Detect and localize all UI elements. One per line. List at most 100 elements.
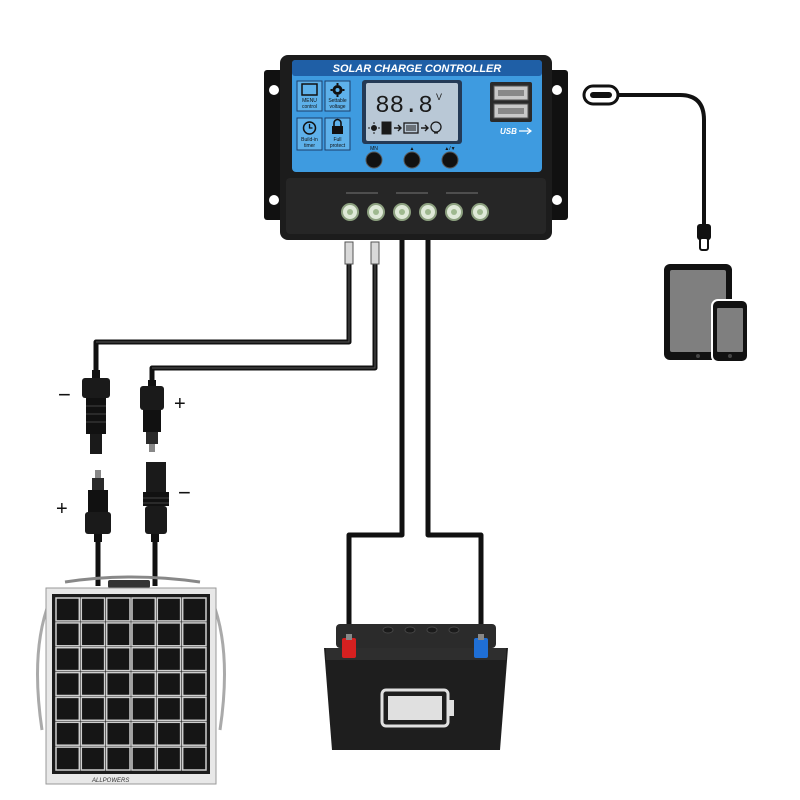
svg-text:timer: timer	[304, 143, 315, 149]
terminal-screw-center	[477, 209, 483, 215]
solar-cell	[131, 622, 157, 647]
battery-negative-wire	[425, 238, 484, 638]
battery-mini-icon	[403, 122, 419, 134]
menu-key[interactable]	[365, 151, 383, 169]
up-key[interactable]	[403, 151, 421, 169]
lcd-icon	[301, 83, 318, 96]
solar-cell	[80, 696, 106, 722]
sign-upper-left: −	[58, 382, 71, 407]
solar-cell	[181, 696, 207, 722]
svg-text:MN: MN	[370, 146, 378, 152]
svg-text:control: control	[302, 104, 317, 110]
battery-negative-terminal	[474, 638, 488, 658]
solar-cell	[105, 721, 131, 746]
mc4-connector-female-left	[82, 370, 110, 454]
solar-cell	[80, 746, 106, 771]
clock-icon	[302, 121, 317, 135]
settable-voltage-badge: Settable voltage	[324, 80, 351, 112]
solar-cell	[55, 646, 81, 672]
solar-charge-controller: SOLAR CHARGE CONTROLLER MENU control Set…	[264, 55, 568, 265]
solar-cell	[156, 597, 182, 622]
svg-text:protect: protect	[330, 143, 346, 149]
solar-cell	[105, 746, 131, 771]
pv-positive-wire	[149, 262, 378, 380]
terminals	[341, 203, 489, 265]
solar-cell	[55, 696, 81, 722]
solar-cell	[105, 671, 131, 697]
solar-cell	[156, 671, 182, 697]
arrow-icon-2	[421, 124, 429, 132]
solar-cell	[156, 721, 182, 746]
solar-cell	[156, 622, 182, 647]
solar-cell	[80, 671, 106, 697]
battery-positive-terminal	[342, 638, 356, 658]
sign-lower-left: +	[56, 498, 68, 520]
solar-cell	[181, 622, 207, 647]
usb-c-cable-icon	[582, 84, 711, 251]
terminal-screw-center	[399, 209, 405, 215]
solar-cell	[131, 597, 157, 622]
mc4-connector-female-lower-right	[143, 462, 169, 542]
solar-cell	[80, 721, 106, 746]
solar-cell	[131, 646, 157, 672]
solar-cell	[181, 746, 207, 771]
terminal-screw-center	[347, 209, 353, 215]
phone-icon	[711, 299, 749, 363]
build-in-timer-badge: Build-in timer	[296, 117, 323, 151]
arrow-icon	[394, 124, 402, 132]
lcd-display: 88.8 V	[362, 80, 462, 144]
battery-level-icon	[380, 688, 454, 728]
solar-cell	[156, 746, 182, 771]
solar-cell	[181, 721, 207, 746]
usb-ports: USB	[490, 82, 532, 136]
solar-cell	[55, 746, 81, 771]
solar-cell	[131, 746, 157, 771]
svg-text:MENU: MENU	[302, 98, 317, 104]
battery-caps	[382, 626, 460, 634]
controller-title: SOLAR CHARGE CONTROLLER	[333, 63, 502, 75]
solar-cell	[55, 622, 81, 647]
wire-ferrule	[344, 241, 354, 265]
panel-brand: ALLPOWERS	[91, 778, 129, 784]
mc4-connector-male-lower-left	[85, 470, 111, 542]
solar-cell	[105, 646, 131, 672]
wire-ferrule	[370, 241, 380, 265]
solar-cell	[80, 597, 106, 622]
menu-control-badge: MENU control	[296, 80, 323, 112]
solar-cell	[131, 671, 157, 697]
usb-label: USB	[500, 127, 517, 136]
solar-cell	[131, 696, 157, 722]
sign-upper-right: +	[174, 393, 186, 415]
solar-cell	[131, 721, 157, 746]
solar-cell	[181, 646, 207, 672]
svg-text:Settable: Settable	[328, 98, 347, 104]
down-key[interactable]	[441, 151, 459, 169]
battery-positive-wire	[346, 238, 405, 638]
solar-panel-icon: ALLPOWERS	[36, 575, 226, 785]
pv-negative-wire	[93, 262, 352, 372]
solar-cell	[55, 597, 81, 622]
bulb-icon	[430, 121, 442, 134]
usb-symbol-icon	[519, 127, 532, 135]
solar-cell	[80, 622, 106, 647]
svg-text:Build-in: Build-in	[301, 137, 318, 143]
wire-highlights	[96, 262, 376, 369]
solar-cell	[156, 696, 182, 722]
svg-text:voltage: voltage	[329, 104, 345, 110]
full-protect-badge: Full protect	[324, 117, 351, 151]
solar-cell	[105, 696, 131, 722]
solar-cell	[181, 671, 207, 697]
display-value: 88.8	[375, 93, 433, 120]
terminal-screw-center	[373, 209, 379, 215]
solar-cell	[105, 597, 131, 622]
solar-cell	[156, 646, 182, 672]
solar-cell	[80, 646, 106, 672]
lcd-status-icons	[368, 121, 442, 135]
panel-mini-icon	[381, 121, 392, 135]
panel-cells	[55, 597, 207, 771]
control-keys: MN ▲ ▲/▼	[365, 146, 459, 169]
solar-cell	[105, 622, 131, 647]
mc4-connector-male-right	[140, 380, 164, 452]
sun-icon	[368, 122, 380, 134]
